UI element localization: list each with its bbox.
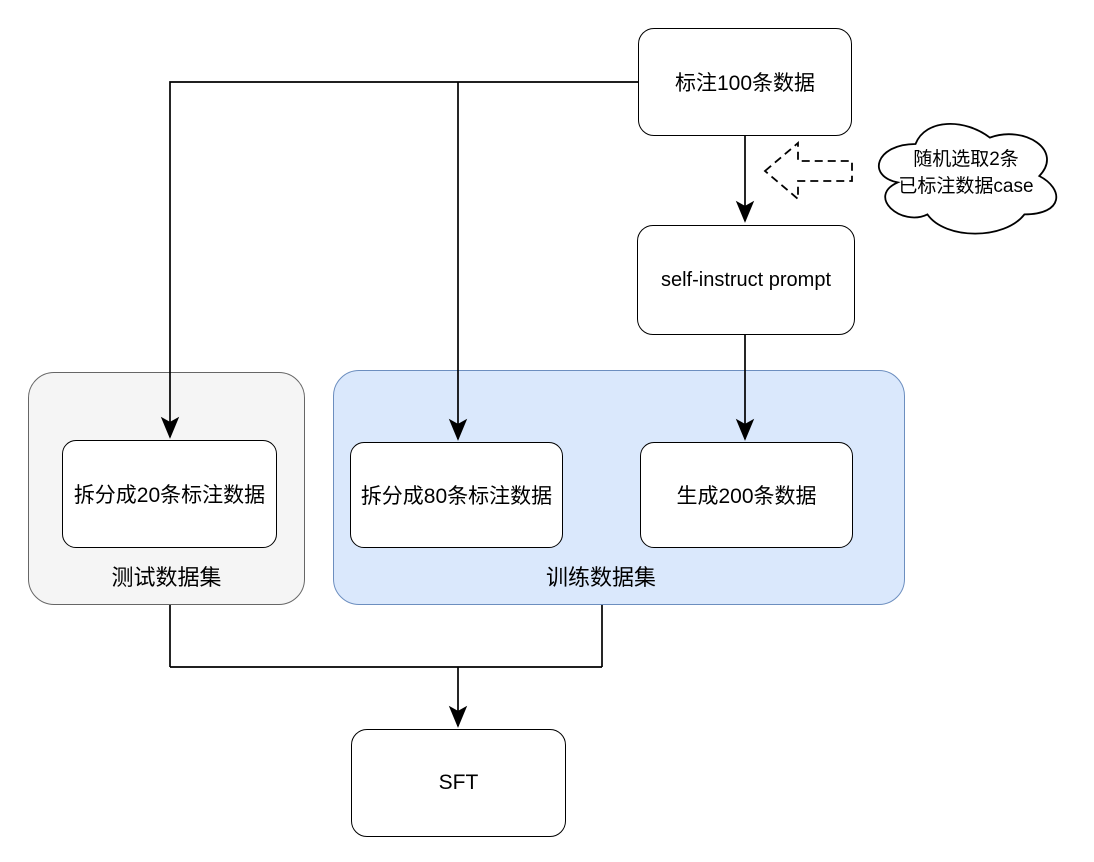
node-split-20-label: 拆分成20条标注数据: [73, 484, 266, 507]
cloud-callout-line1: 随机选取2条: [913, 149, 1019, 170]
node-split-20: 拆分成20条标注数据: [62, 440, 277, 548]
node-self-instruct-prompt: self-instruct prompt: [637, 225, 855, 335]
node-split-80: 拆分成80条标注数据: [350, 442, 563, 548]
container-test-dataset-label: 测试数据集: [111, 565, 222, 590]
cloud-callout-text: 随机选取2条 已标注数据case: [871, 146, 1061, 200]
node-self-instruct-prompt-label: self-instruct prompt: [660, 268, 832, 291]
node-annotate-100-label: 标注100条数据: [674, 72, 816, 95]
node-generate-200-label: 生成200条数据: [676, 485, 817, 508]
node-split-80-label: 拆分成80条标注数据: [360, 485, 553, 508]
node-sft: SFT: [351, 729, 566, 837]
container-train-dataset-label: 训练数据集: [545, 565, 656, 590]
node-generate-200: 生成200条数据: [640, 442, 853, 548]
node-annotate-100: 标注100条数据: [638, 28, 852, 136]
cloud-callout-line2: 已标注数据case: [898, 176, 1034, 197]
node-sft-label: SFT: [438, 771, 479, 794]
